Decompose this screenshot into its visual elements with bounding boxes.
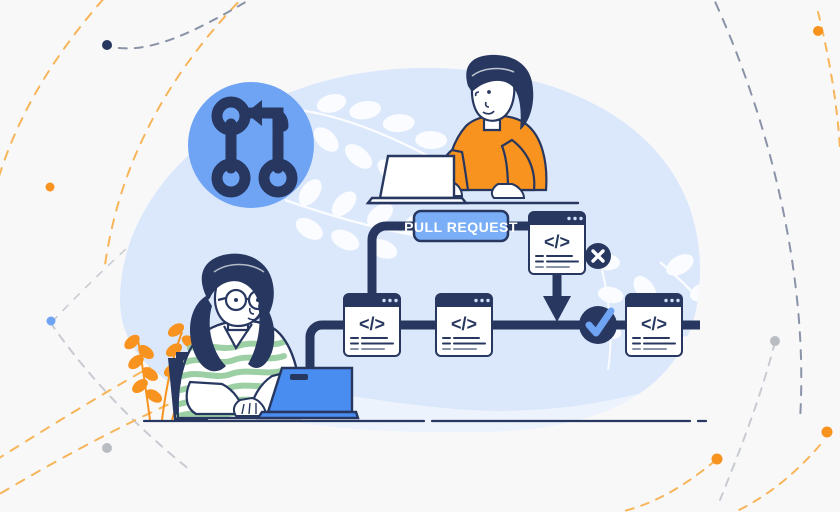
dot-navy-topleft xyxy=(102,40,112,50)
reject-marker[interactable] xyxy=(585,243,611,269)
window-dots xyxy=(382,298,398,303)
close-icon xyxy=(591,249,605,263)
merge-arrow xyxy=(543,272,571,322)
code-lines xyxy=(632,337,676,350)
code-card[interactable]: </> xyxy=(435,293,493,357)
approve-marker[interactable] xyxy=(579,306,617,344)
git-pull-request-icon xyxy=(188,82,314,208)
code-lines xyxy=(350,337,394,350)
dot-orange-topright xyxy=(813,26,823,36)
top-person-laptop-base xyxy=(365,196,469,205)
code-symbol: </> xyxy=(359,314,385,334)
top-person-laptop-screen xyxy=(378,154,456,200)
window-dots xyxy=(567,216,583,221)
badge-label: PULL REQUEST xyxy=(404,219,518,235)
top-person-hair xyxy=(466,54,534,130)
top-person-eye xyxy=(487,90,491,94)
window-dots xyxy=(664,298,680,303)
bottom-person-hair-side2 xyxy=(248,300,275,368)
code-card[interactable]: </> xyxy=(343,293,401,357)
decorative-dots xyxy=(45,26,833,465)
pull-request-badge[interactable]: PULL REQUEST xyxy=(404,209,518,243)
bottom-person-hair-top xyxy=(201,253,274,326)
dot-gray-left xyxy=(102,443,112,453)
laptop-camera-bar xyxy=(290,374,308,380)
bottom-person-hair-side xyxy=(190,296,226,372)
code-lines xyxy=(442,337,486,350)
dot-blue-left xyxy=(46,316,56,326)
top-person-hand-right xyxy=(490,183,526,199)
bottom-person-laptop-base xyxy=(255,410,360,420)
dot-orange-bottom xyxy=(711,453,723,465)
check-icon xyxy=(585,307,615,337)
window-dots xyxy=(474,298,490,303)
bottom-person-eye xyxy=(256,298,260,302)
merge-arrowhead xyxy=(543,296,571,322)
git-icon-circle xyxy=(188,82,314,208)
code-card[interactable]: </> xyxy=(528,211,586,275)
developer-bottom xyxy=(124,253,360,421)
finger-lines xyxy=(241,402,257,415)
bottom-person-eye xyxy=(234,298,238,302)
git-icon-nodes xyxy=(211,96,298,198)
dot-orange-bottomright xyxy=(821,426,833,438)
code-symbol: </> xyxy=(641,314,667,334)
git-icon-arrowhead xyxy=(246,100,262,126)
code-lines xyxy=(535,255,579,268)
code-card[interactable]: </> xyxy=(625,293,683,357)
code-symbol: </> xyxy=(451,314,477,334)
badge-body xyxy=(412,209,510,243)
dot-orange-left xyxy=(45,182,55,192)
bottom-person-laptop-screen xyxy=(266,366,354,414)
dot-gray-right xyxy=(770,336,780,346)
code-symbol: </> xyxy=(544,232,570,252)
developer-top xyxy=(365,54,548,205)
glasses-icon xyxy=(217,288,269,312)
